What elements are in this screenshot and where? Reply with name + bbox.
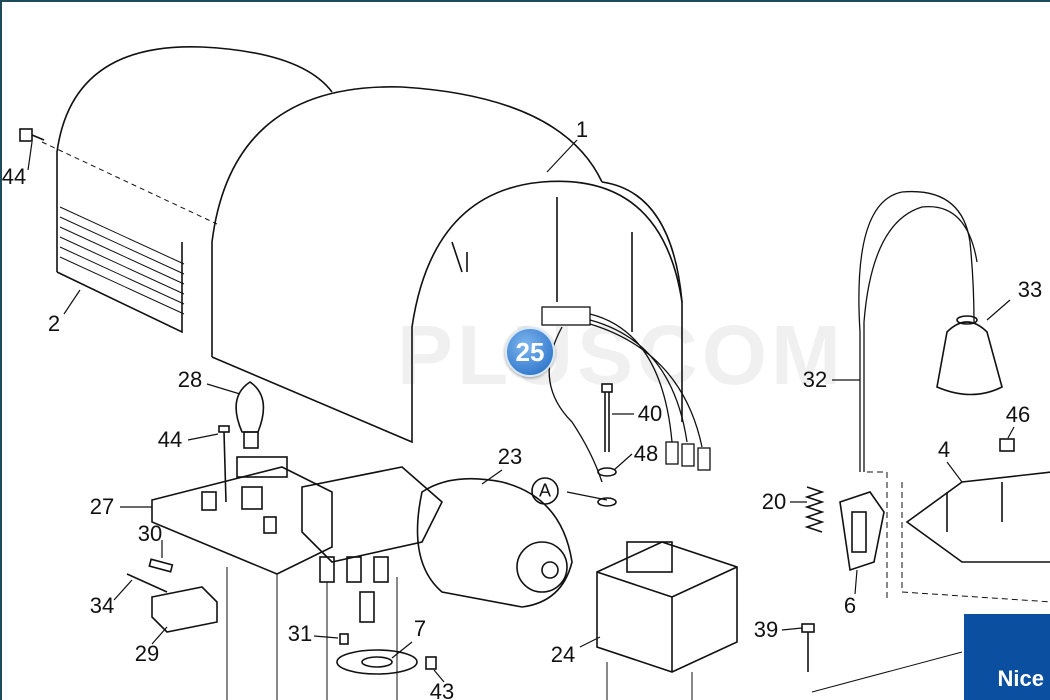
grub-screw-part-43 [425, 656, 437, 670]
part-callout-label[interactable]: 6 [843, 593, 857, 618]
pin-part-31 [339, 633, 349, 645]
screw-part-34 [126, 573, 168, 593]
washer-part-48 [597, 467, 617, 507]
part-callout-label[interactable]: 32 [802, 367, 828, 392]
watermark: PLUSCOM [397, 308, 845, 402]
part-callout-label[interactable]: 30 [137, 521, 163, 546]
bulb-part-28 [235, 381, 265, 449]
part-callout-label[interactable]: 7 [413, 616, 427, 641]
part-callout-label[interactable]: 29 [134, 641, 160, 666]
part-callout-label[interactable]: 4 [937, 437, 951, 462]
part-callout-label[interactable]: 46 [1005, 402, 1031, 427]
highlighted-part-badge[interactable]: 25 [505, 327, 555, 377]
screw-part-44b [218, 425, 230, 503]
fuse-part-30 [148, 558, 174, 573]
part-callout-label[interactable]: 33 [1017, 277, 1043, 302]
part-callout-label[interactable]: 28 [177, 367, 203, 392]
bolt-part-40 [601, 383, 613, 452]
side-panel-part-2 [41, 46, 333, 334]
transformer-part-24 [596, 541, 738, 700]
connector-marker-circle [531, 477, 559, 505]
part-callout-label[interactable]: 2 [47, 311, 61, 336]
nice-logo: Nice [964, 614, 1050, 700]
part-callout-label[interactable]: 43 [429, 679, 455, 700]
leader-lines [27, 139, 1015, 683]
terminal-block-part-29 [151, 586, 218, 633]
part-callout-label[interactable]: 31 [287, 621, 313, 646]
part-callout-label[interactable]: 27 [89, 494, 115, 519]
gearmotor-part-23 [301, 466, 573, 700]
part-callout-label[interactable]: 39 [753, 617, 779, 642]
screw-part-39 [801, 623, 815, 672]
part-callout-label[interactable]: 20 [761, 489, 787, 514]
part-callout-label[interactable]: 44 [157, 427, 183, 452]
part-callout-label[interactable]: 23 [497, 444, 523, 469]
connector-marker-a: A [538, 480, 552, 501]
cap-part-33 [936, 315, 1003, 396]
nut-part-46 [999, 438, 1015, 452]
part-callout-label[interactable]: 44 [1, 164, 27, 189]
spring-part-20 [804, 486, 825, 533]
part-callout-label[interactable]: 34 [89, 593, 115, 618]
bracket-part-6 [839, 491, 885, 572]
antenna-part-32 [858, 190, 978, 472]
part-callout-label[interactable]: 48 [633, 441, 659, 466]
base-part-4 [905, 471, 1050, 563]
wiring-harness-part-25 [541, 306, 711, 501]
part-callout-label[interactable]: 40 [637, 401, 663, 426]
part-callout-label[interactable]: 24 [550, 642, 576, 667]
part-callout-label[interactable]: 1 [575, 117, 589, 142]
flange-part-7 [336, 649, 418, 675]
cover-part-1 [211, 86, 683, 444]
screw-part-44 [19, 128, 45, 142]
control-board-part-27 [151, 456, 333, 700]
